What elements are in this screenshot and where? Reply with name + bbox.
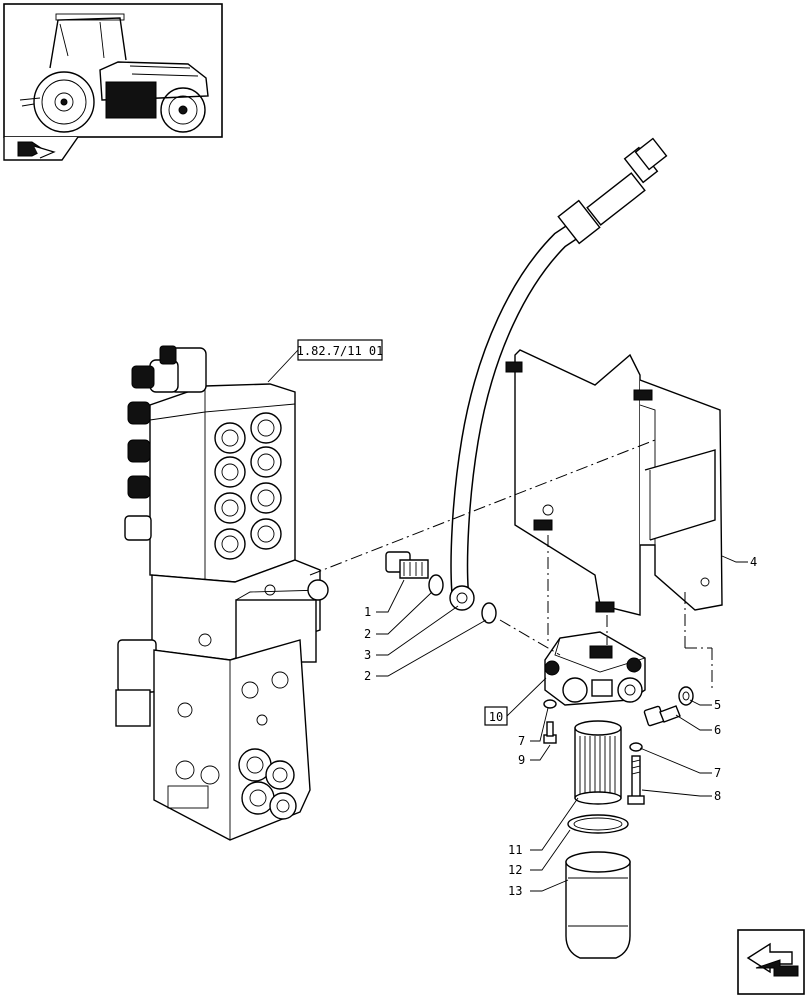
bolt-short [643, 705, 681, 727]
sealing-washer [481, 602, 497, 624]
callout-5: 5 [714, 698, 721, 712]
hydraulic-hose [449, 137, 668, 611]
callout-2: 2 [364, 669, 371, 683]
callout-11: 11 [508, 843, 522, 857]
callout-labels: 1 2 3 2 4 5 6 7 7 8 9 11 12 13 [364, 555, 757, 898]
washer-small [629, 742, 643, 752]
part-ref-box[interactable]: 10 [484, 706, 508, 726]
callout-8: 8 [714, 789, 721, 803]
control-valve-block [115, 345, 329, 841]
callout-7: 7 [518, 734, 525, 748]
assembly-arrow-icon [17, 141, 56, 159]
callout-12: 12 [508, 863, 522, 877]
reference-box[interactable]: 1.82.7/11 01 [297, 339, 384, 361]
next-page-button[interactable] [737, 929, 805, 995]
filter-head [544, 631, 646, 706]
next-page-arrow-icon [746, 942, 799, 977]
seal-ring [567, 814, 629, 834]
part-ref-label: 10 [489, 710, 503, 724]
hydraulic-couplers-lower [238, 748, 297, 820]
callout-2: 2 [364, 627, 371, 641]
washer-small [543, 699, 557, 709]
screw-long [627, 755, 645, 805]
assembly-lines [309, 439, 713, 690]
filter-bowl [565, 851, 631, 959]
filter-element [574, 720, 622, 805]
callout-6: 6 [714, 723, 721, 737]
callout-1: 1 [364, 605, 371, 619]
banjo-bolt [385, 551, 429, 579]
sealing-washer [428, 574, 444, 596]
callout-13: 13 [508, 884, 522, 898]
leader-lines [376, 555, 748, 892]
tractor-icon [19, 13, 209, 133]
screw-short [543, 721, 557, 744]
reference-box-label: 1.82.7/11 01 [297, 344, 384, 358]
callout-4: 4 [750, 555, 757, 569]
callout-9: 9 [518, 753, 525, 767]
callout-3: 3 [364, 648, 371, 662]
tractor-thumbnail[interactable] [3, 3, 223, 161]
mounting-bracket [505, 349, 723, 616]
callout-7: 7 [714, 766, 721, 780]
hydraulic-couplers-upper [214, 412, 282, 560]
washer [678, 686, 694, 706]
